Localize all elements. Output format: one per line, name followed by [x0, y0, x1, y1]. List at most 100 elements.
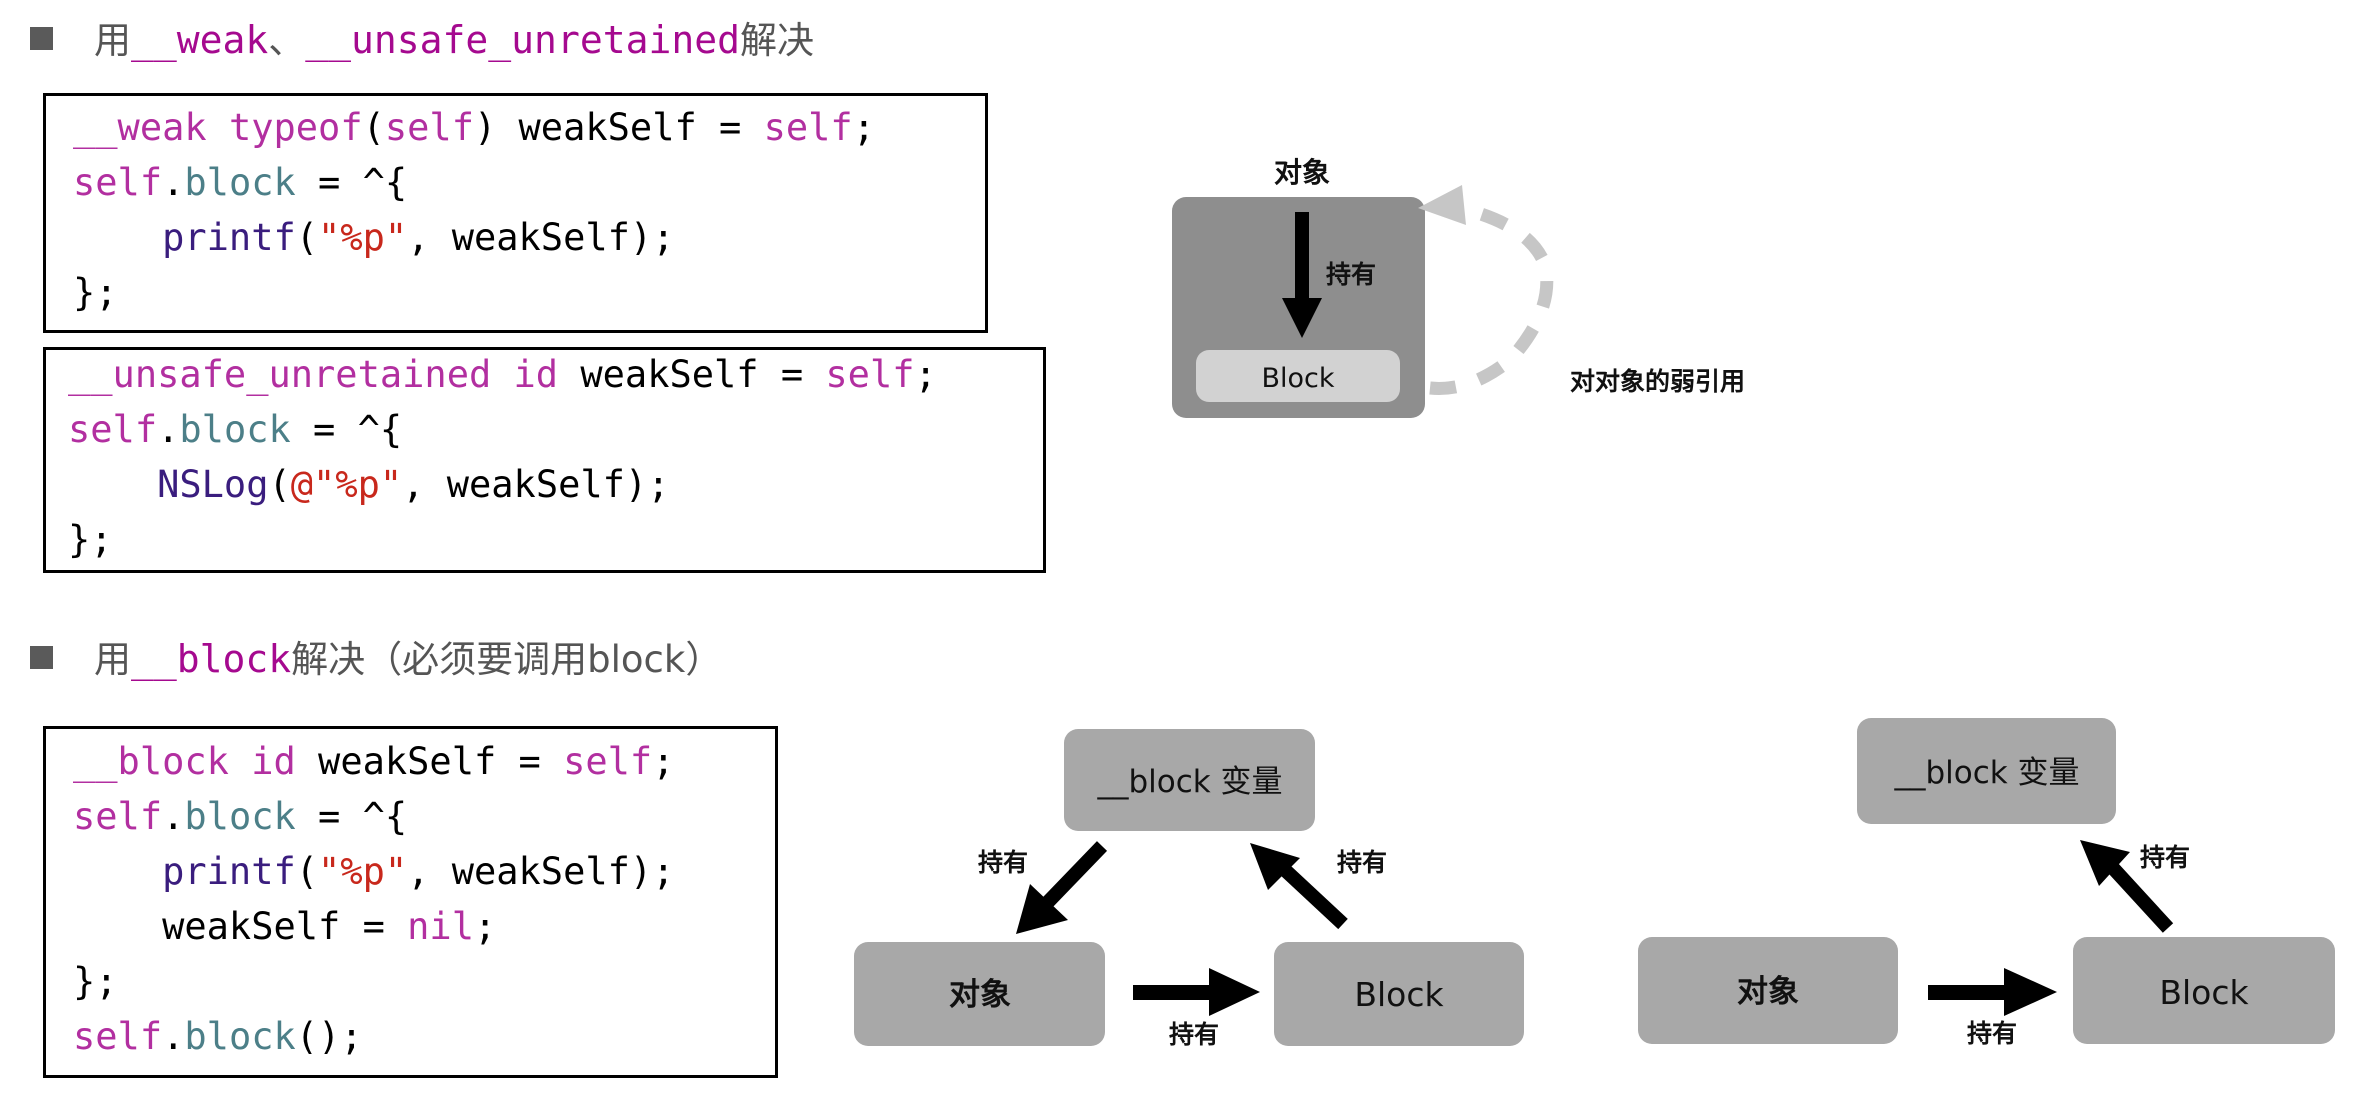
code-token: . [162, 795, 185, 838]
code-token: (); [295, 1015, 363, 1058]
code-token: printf [162, 216, 296, 259]
code-token: typeof [228, 106, 363, 149]
code-token: , weakSelf); [407, 216, 675, 259]
code-line: __block id weakSelf = self; [73, 734, 674, 789]
code-token: ( [268, 463, 291, 506]
code-token: self [763, 106, 853, 149]
code-token: weakSelf = [295, 740, 564, 783]
diagram-block-broken: __block 变量 对象 Block 持有 持有 [1638, 718, 2335, 1048]
code-token: ; [852, 106, 875, 149]
heading-keyword-block: __block [131, 637, 292, 681]
code-line: self.block = ^{ [73, 155, 875, 210]
code-token: , weakSelf); [407, 850, 675, 893]
code-token: }; [73, 271, 118, 314]
section2-heading: 用__block解决（必须要调用block） [94, 637, 722, 682]
code-line: self.block = ^{ [73, 789, 674, 844]
diagram-block-cycle: __block 变量 对象 Block 持有 持有 持有 [854, 729, 1524, 1049]
code-line: __unsafe_unretained id weakSelf = self; [68, 347, 937, 402]
weak-arrow-head-icon [1418, 185, 1466, 225]
code-token: __weak [73, 106, 207, 149]
code-token: block [179, 408, 291, 451]
code-token: block [184, 1015, 296, 1058]
hold-arrow-down-icon [1282, 212, 1322, 338]
hold-arrow-up-left-icon [2080, 840, 2174, 933]
hold-label: 持有 [1967, 1019, 2017, 1048]
code-token: ( [362, 106, 385, 149]
hold-arrow-right-icon [1928, 968, 2057, 1016]
hold-arrow-right-icon [1133, 968, 1260, 1016]
code-box-unsafe-unretained: __unsafe_unretained id weakSelf = self;s… [43, 347, 1046, 573]
block-label: Block [2159, 973, 2249, 1012]
code-line: __weak typeof(self) weakSelf = self; [73, 100, 875, 155]
block-label: Block [1354, 975, 1444, 1014]
code-box-weak: __weak typeof(self) weakSelf = self;self… [43, 93, 988, 333]
code-token: NSLog [157, 463, 269, 506]
code-token: printf [162, 850, 296, 893]
code-token: self [563, 740, 653, 783]
code-token: }; [73, 960, 118, 1003]
block-box [2073, 937, 2335, 1044]
code-line: weakSelf = nil; [73, 899, 674, 954]
code-token: self [73, 1015, 163, 1058]
diagram-weak-reference: 对象 Block 持有 对对象的弱引用 [1172, 156, 1745, 418]
code-line: printf("%p", weakSelf); [73, 844, 674, 899]
code-token: self [73, 161, 163, 204]
object-label: 对象 [1737, 974, 1799, 1010]
code-token: "%p" [318, 850, 408, 893]
code-token: ) weakSelf = [473, 106, 764, 149]
object-box [1638, 937, 1898, 1044]
object-title: 对象 [1274, 156, 1330, 189]
code-line: self.block = ^{ [68, 402, 937, 457]
code-box-block: __block id weakSelf = self;self.block = … [43, 726, 778, 1078]
hold-label: 持有 [1169, 1020, 1219, 1049]
weak-reference-arc [1429, 201, 1554, 395]
block-variable-label: __block 变量 [1893, 755, 2079, 791]
code-token: = ^{ [295, 161, 408, 204]
heading-suffix: 解决（必须要调用block） [291, 638, 723, 681]
code-token: nil [407, 905, 474, 948]
heading-keyword-unsafe: __unsafe_unretained [305, 18, 740, 62]
code-line: self.block(); [73, 1009, 674, 1064]
code-weak: __weak typeof(self) weakSelf = self;self… [73, 100, 875, 320]
code-token: weakSelf = [73, 905, 408, 948]
code-token: self [825, 353, 915, 396]
bullet-icon [30, 646, 53, 669]
code-token: self [68, 408, 158, 451]
code-token: weakSelf = [558, 353, 826, 396]
code-token: self [73, 795, 163, 838]
code-token: block [184, 795, 296, 838]
code-block: __block id weakSelf = self;self.block = … [73, 734, 674, 1064]
block-box [1196, 350, 1400, 402]
code-token: __unsafe_unretained [68, 353, 492, 396]
code-token: ; [652, 740, 675, 783]
code-token: , weakSelf); [402, 463, 670, 506]
code-token: ( [295, 216, 319, 259]
code-token: __block [73, 740, 229, 783]
code-token: id [513, 353, 559, 396]
code-token: = ^{ [290, 408, 403, 451]
code-token: . [157, 408, 180, 451]
hold-label: 持有 [2140, 843, 2190, 872]
code-line: }; [73, 265, 875, 320]
object-box [854, 942, 1105, 1046]
heading-prefix: 用 [94, 19, 131, 62]
code-token: block [184, 161, 296, 204]
code-token: = ^{ [295, 795, 408, 838]
code-token: . [162, 1015, 185, 1058]
code-token: self [384, 106, 474, 149]
block-variable-label: __block 变量 [1096, 764, 1282, 800]
code-token: ; [914, 353, 937, 396]
heading-suffix: 解决 [739, 19, 814, 62]
code-token: "%p" [318, 216, 408, 259]
object-label: 对象 [949, 977, 1011, 1013]
block-label: Block [1261, 363, 1334, 394]
section1-heading: 用__weak、__unsafe_unretained解决 [94, 18, 814, 63]
code-line: printf("%p", weakSelf); [73, 210, 875, 265]
code-token: ; [473, 905, 497, 948]
block-variable-box [1064, 729, 1315, 831]
block-box [1274, 942, 1524, 1046]
hold-label: 持有 [1326, 260, 1376, 289]
weak-reference-label: 对对象的弱引用 [1570, 367, 1745, 396]
code-token: @"%p" [290, 463, 403, 506]
